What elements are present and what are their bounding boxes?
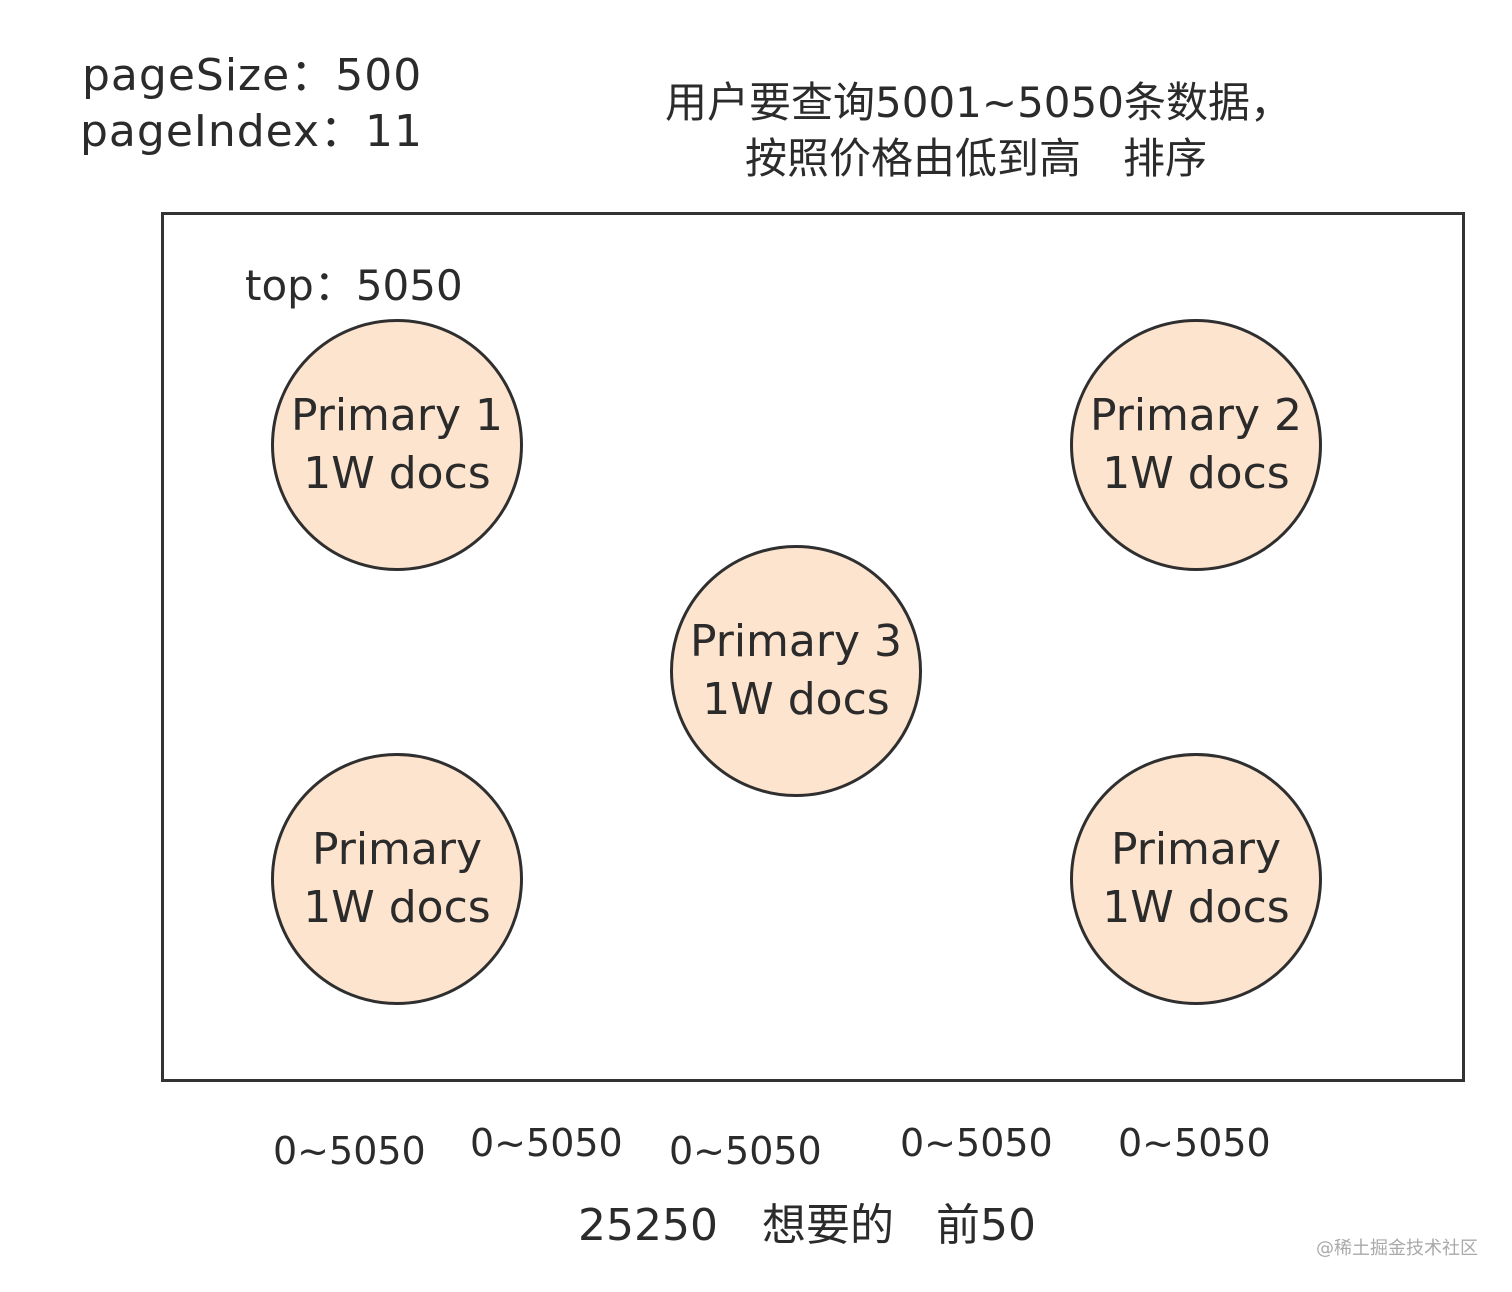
shard-docs: 1W docs [303, 882, 491, 933]
range-label: 0~5050 [470, 1121, 623, 1165]
range-label: 0~5050 [669, 1129, 822, 1173]
shard-name: Primary 1 [290, 390, 503, 441]
primary-shard-3: Primary 3 1W docs [670, 545, 922, 797]
range-label: 0~5050 [900, 1121, 1053, 1165]
primary-shard-5: Primary 1W docs [1070, 753, 1322, 1005]
shard-docs: 1W docs [303, 448, 491, 499]
range-label: 0~5050 [1118, 1121, 1271, 1165]
page-index-label: pageIndex：11 [80, 106, 424, 157]
page-size-label: pageSize：500 [82, 50, 423, 101]
shard-docs: 1W docs [1102, 882, 1290, 933]
primary-shard-4: Primary 1W docs [271, 753, 523, 1005]
shard-docs: 1W docs [702, 674, 890, 725]
shard-name: Primary 2 [1089, 390, 1302, 441]
shard-name: Primary [311, 824, 483, 875]
range-label: 0~5050 [273, 1129, 426, 1173]
shard-name: Primary 3 [689, 616, 902, 667]
shard-name: Primary [1110, 824, 1282, 875]
query-description-line-2: 按照价格由低到高 排序 [745, 134, 1208, 183]
primary-shard-2: Primary 2 1W docs [1070, 319, 1322, 571]
top-label: top：5050 [245, 261, 463, 310]
watermark: @稀土掘金技术社区 [1316, 1238, 1478, 1259]
summary-label: 25250 想要的 前50 [578, 1200, 1036, 1251]
shard-docs: 1W docs [1102, 448, 1290, 499]
primary-shard-1: Primary 1 1W docs [271, 319, 523, 571]
query-description-line-1: 用户要查询5001~5050条数据， [665, 78, 1292, 127]
cluster-container [161, 212, 1465, 1082]
